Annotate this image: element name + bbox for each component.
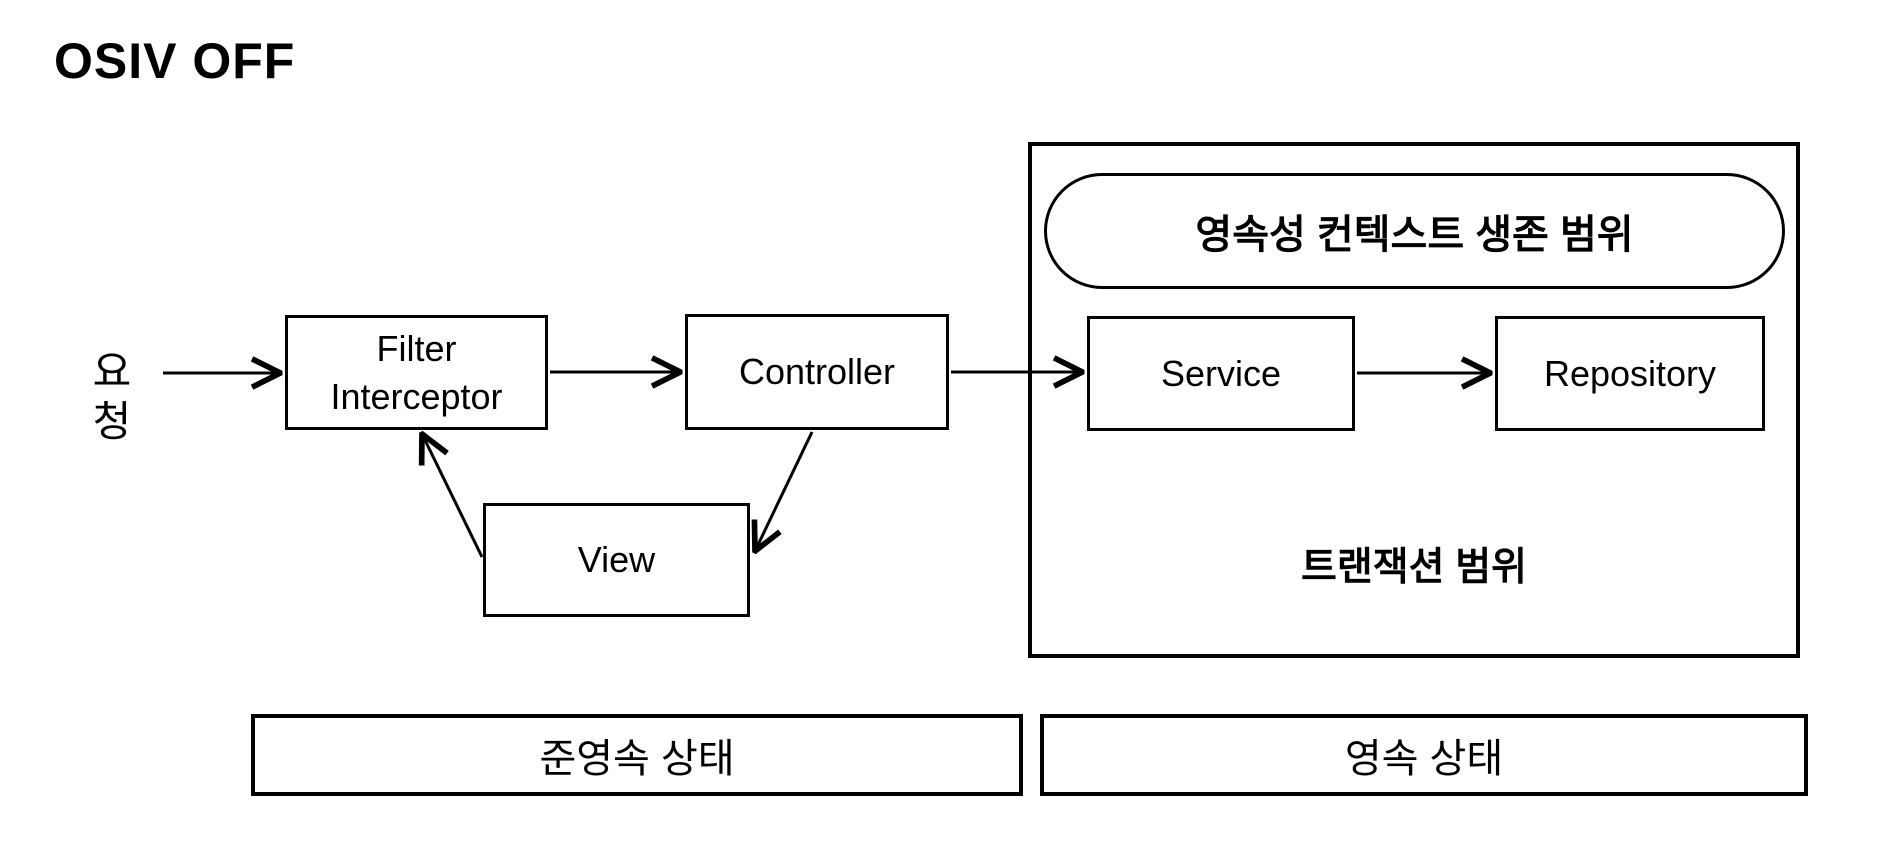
controller-label: Controller [738,351,896,393]
detached-state-label: 준영속 상태 [539,737,735,781]
service-label: Service [1160,352,1282,394]
view-label: View [577,539,656,581]
persistent-state-label: 영속 상태 [1344,737,1504,781]
repository-label: Repository [1543,352,1717,394]
view-node: View [483,503,750,617]
arrow-controller-to-view [756,431,814,549]
persistence-context-label: 영속성 컨텍스트 생존 범위 [1195,213,1634,257]
filter-interceptor-node: Filter Interceptor [285,315,548,430]
detached-state-box: 준영속 상태 [251,714,1023,796]
filter-label-line1: Filter [376,327,457,369]
controller-node: Controller [685,314,949,430]
service-node: Service [1087,316,1355,431]
request-label: 요청 [92,348,132,445]
repository-node: Repository [1495,316,1765,431]
persistent-state-box: 영속 상태 [1040,714,1808,796]
filter-label-line2: Interceptor [330,375,503,417]
transaction-scope-label: 트랜잭션 범위 [1300,546,1528,589]
arrow-view-to-filter [423,436,484,558]
page-title: OSIV OFF [54,33,296,89]
persistence-context-pill: 영속성 컨텍스트 생존 범위 [1044,173,1785,289]
